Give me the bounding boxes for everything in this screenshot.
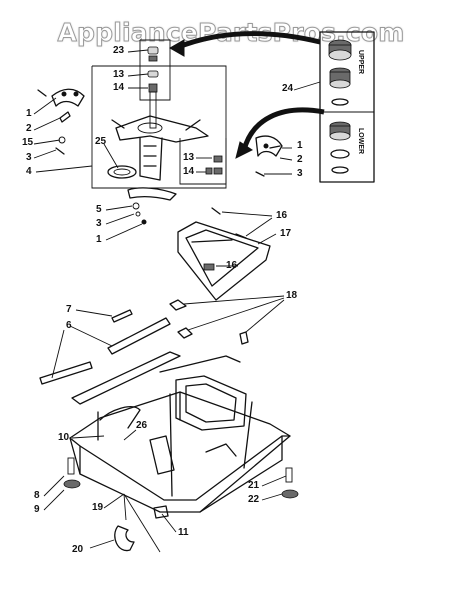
- callout-23: 23: [113, 45, 125, 56]
- callout-8: 8: [34, 490, 40, 501]
- callout-4: 4: [26, 166, 32, 177]
- callout-6: 6: [66, 320, 72, 331]
- callout-17: 17: [280, 228, 292, 239]
- callout-1-lower: 1: [96, 234, 102, 245]
- callout-14-upper: 14: [113, 82, 125, 93]
- callout-15: 15: [22, 137, 34, 148]
- callout-3-lower: 3: [96, 218, 102, 229]
- transmission-body: [107, 115, 209, 181]
- callout-16-bottom: 16: [226, 260, 238, 271]
- callout-16-top: 16: [276, 210, 288, 221]
- seal-parts-right: [205, 155, 223, 175]
- kit-arrows: [168, 31, 325, 159]
- leader-lines: [33, 49, 321, 553]
- callout-22: 22: [248, 494, 260, 505]
- callout-1-left: 1: [26, 108, 32, 119]
- transmission-part-stack: [147, 46, 159, 129]
- seal-kit-box: [319, 31, 375, 183]
- callout-18: 18: [286, 290, 298, 301]
- callout-3-left: 3: [26, 152, 32, 163]
- callout-2-left: 2: [26, 123, 32, 134]
- callout-1-right: 1: [297, 140, 303, 151]
- callout-11: 11: [178, 527, 189, 538]
- callout-3-right: 3: [297, 168, 303, 179]
- feet-and-hardware: [63, 457, 299, 552]
- callout-9: 9: [34, 504, 40, 515]
- callout-19: 19: [92, 502, 104, 513]
- callout-25: 25: [95, 136, 107, 147]
- callout-10: 10: [58, 432, 70, 443]
- transmission-frame-lines: [91, 39, 227, 189]
- callout-13-upper: 13: [113, 69, 125, 80]
- right-bracket-parts: [255, 135, 283, 177]
- base-frame: [69, 351, 291, 513]
- left-bracket-parts: [37, 88, 85, 155]
- callout-21: 21: [248, 480, 260, 491]
- lower-left-parts: [127, 187, 177, 225]
- kit-label-lower: LOWER: [357, 128, 364, 155]
- side-rails: [39, 299, 249, 385]
- callout-24: 24: [282, 83, 294, 94]
- callout-7: 7: [66, 304, 72, 315]
- callout-14-right: 14: [183, 166, 195, 177]
- mount-bracket-17: [177, 207, 271, 301]
- kit-label-upper: UPPER: [357, 50, 364, 75]
- callout-26: 26: [136, 420, 148, 431]
- callout-5: 5: [96, 204, 102, 215]
- callout-2-right: 2: [297, 154, 303, 165]
- callout-20: 20: [72, 544, 84, 555]
- callout-13-right: 13: [183, 152, 195, 163]
